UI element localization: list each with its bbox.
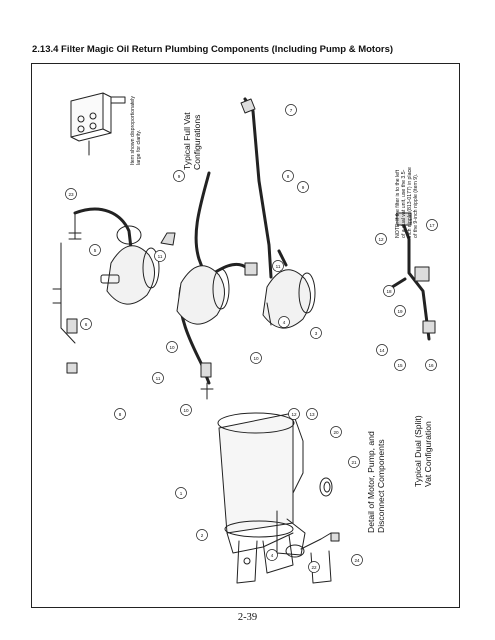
callout-8: 8 xyxy=(119,412,122,417)
callout-11b: 11 xyxy=(276,264,281,269)
callout-21: 21 xyxy=(351,460,357,465)
assembly-full-vat-2 xyxy=(240,97,316,329)
callout-7: 7 xyxy=(290,108,293,113)
caption-split-vat: Typical Dual (Split) Vat Configuration xyxy=(413,415,434,487)
callout-2: 2 xyxy=(201,533,204,538)
callout-23: 23 xyxy=(68,192,74,197)
caption-detail: Detail of Motor, Pump, and Disconnect Co… xyxy=(366,431,387,533)
callout-4b: 4 xyxy=(271,553,274,558)
caption-note: NOTE: If the filter is to the left of a … xyxy=(395,167,420,238)
callout-11c: 11 xyxy=(156,376,161,381)
plumbing-drawing: 23 5 6 8 9 11 10 10 7 8 9 11 4 3 10 11 1… xyxy=(52,92,438,584)
callout-10b: 10 xyxy=(253,356,259,361)
callout-11: 11 xyxy=(158,254,163,259)
assembly-full-vat-1 xyxy=(160,171,249,400)
disconnect-box-drawing xyxy=(70,92,126,156)
assembly-top-left xyxy=(52,207,160,374)
drawing-frame xyxy=(31,63,460,608)
callout-10: 10 xyxy=(169,345,175,350)
callout-22: 22 xyxy=(311,565,317,570)
callout-20: 20 xyxy=(333,430,339,435)
callout-5: 5 xyxy=(94,248,97,253)
callout-9: 9 xyxy=(178,174,181,179)
caption-line: Disconnect Components xyxy=(375,439,386,533)
assembly-split-vat xyxy=(387,212,436,341)
motor-pump-detail xyxy=(217,412,340,584)
callout-24: 24 xyxy=(354,558,360,563)
callout-15: 15 xyxy=(397,363,403,368)
callout-1: 1 xyxy=(180,491,183,496)
callout-4: 4 xyxy=(283,320,286,325)
caption-line: Configurations xyxy=(191,114,202,170)
caption-line: large for clarity. xyxy=(135,129,142,165)
caption-line: of the 9-inch nipple (item 9). xyxy=(412,173,419,238)
callout-13: 13 xyxy=(309,412,315,417)
caption-disproportionate: Item shown disproportionately large for … xyxy=(130,96,143,165)
page-number: 2-39 xyxy=(237,612,258,623)
callout-19: 19 xyxy=(397,309,403,314)
caption-line: Vat Configuration xyxy=(422,421,433,487)
callout-3: 3 xyxy=(315,331,318,336)
callout-10c: 10 xyxy=(183,408,189,413)
callout-12b: 12 xyxy=(291,412,297,417)
callout-14: 14 xyxy=(379,348,385,353)
callout-9b: 9 xyxy=(302,185,305,190)
callout-6: 6 xyxy=(85,322,88,327)
callout-18: 18 xyxy=(386,289,392,294)
callout-12: 12 xyxy=(378,237,384,242)
callout-16: 16 xyxy=(428,363,434,368)
callout-8b: 8 xyxy=(287,174,290,179)
section-title: 2.13.4 Filter Magic Oil Return Plumbing … xyxy=(32,44,394,55)
caption-full-vat: Typical Full Vat Configurations xyxy=(182,112,203,170)
callout-17: 17 xyxy=(429,223,435,228)
